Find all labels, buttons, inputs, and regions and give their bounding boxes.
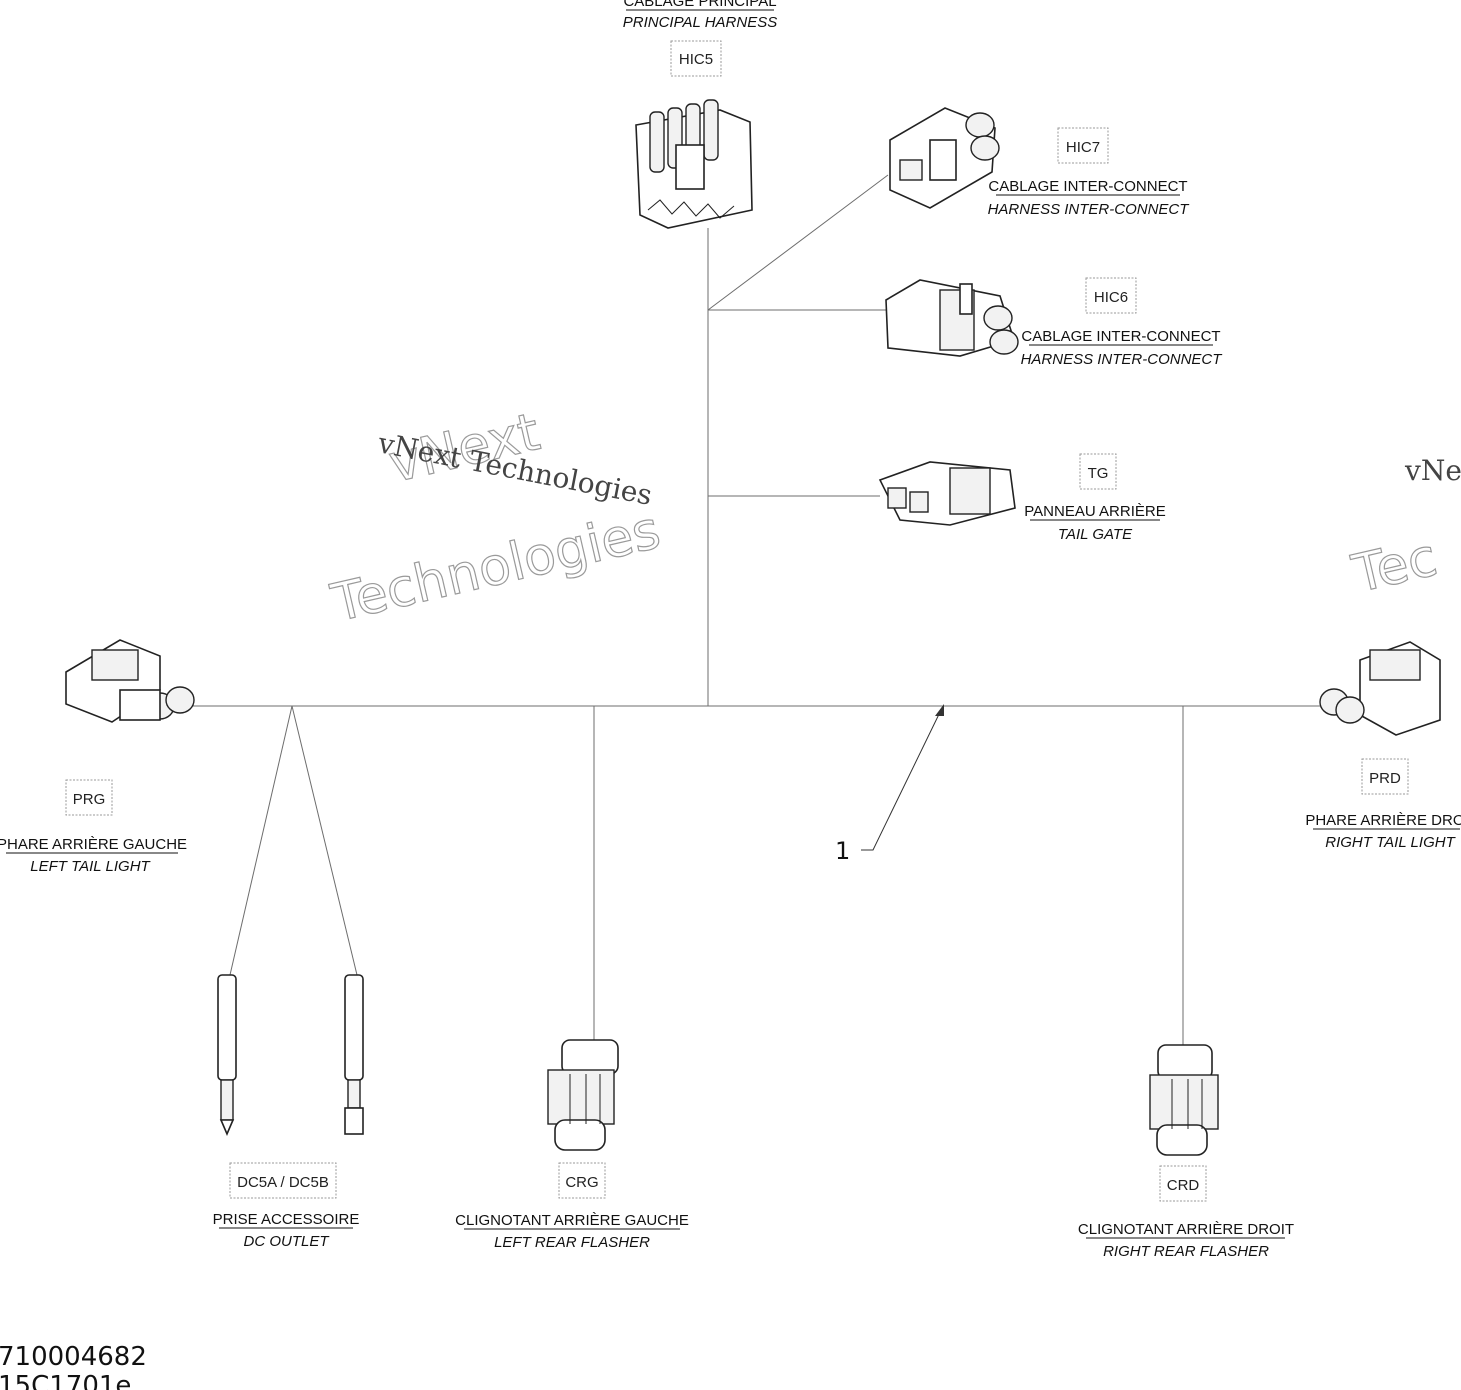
dc5-label-fr: PRISE ACCESSOIRE — [213, 1211, 360, 1228]
doc-number-2: 15C1701e — [0, 1371, 131, 1390]
prg-code: PRG — [73, 791, 106, 808]
hic5-label-en: PRINCIPAL HARNESS — [623, 14, 778, 31]
connector-prd: PRD PHARE ARRIÈRE DROI RIGHT TAIL LIGHT — [1305, 641, 1461, 851]
crg-flasher-icon — [547, 1039, 619, 1151]
connector-hic6: HIC6 CABLAGE INTER-CONNECT HARNESS INTER… — [885, 277, 1224, 368]
document-numbers: 710004682 15C1701e — [0, 1342, 147, 1390]
watermark: vNext Technologies vNext Technologies vN… — [325, 402, 1461, 635]
hic7-connector-icon — [889, 107, 1000, 209]
tg-label-fr: PANNEAU ARRIÈRE — [1024, 503, 1165, 520]
prg-label-fr: PHARE ARRIÈRE GAUCHE — [0, 836, 187, 853]
hic7-code: HIC7 — [1066, 139, 1100, 156]
connector-prg: PRG PHARE ARRIÈRE GAUCHE LEFT TAIL LIGHT — [0, 639, 195, 875]
hic6-connector-icon — [885, 279, 1019, 357]
crd-flasher-icon — [1149, 1044, 1219, 1156]
tg-code: TG — [1088, 465, 1109, 482]
connector-tg: TG PANNEAU ARRIÈRE TAIL GATE — [878, 453, 1166, 543]
tg-label-en: TAIL GATE — [1058, 526, 1133, 543]
crd-label-fr: CLIGNOTANT ARRIÈRE DROIT — [1078, 1221, 1294, 1238]
dc5a-terminal-icon — [217, 974, 237, 1137]
prg-connector-icon — [65, 639, 195, 723]
crg-label-en: LEFT REAR FLASHER — [494, 1234, 650, 1251]
callout-1: 1 — [835, 704, 944, 865]
harness-wires — [190, 174, 1322, 1045]
crg-code: CRG — [565, 1174, 598, 1191]
prd-connector-icon — [1319, 641, 1441, 736]
hic6-label-en: HARNESS INTER-CONNECT — [1021, 351, 1224, 368]
connector-dc5: DC5A / DC5B PRISE ACCESSOIRE DC OUTLET — [213, 974, 364, 1250]
crd-label-en: RIGHT REAR FLASHER — [1103, 1243, 1269, 1260]
connector-crg: CRG CLIGNOTANT ARRIÈRE GAUCHE LEFT REAR … — [455, 1039, 689, 1251]
dc5-label-en: DC OUTLET — [243, 1233, 330, 1250]
prg-label-en: LEFT TAIL LIGHT — [30, 858, 151, 875]
connector-crd: CRD CLIGNOTANT ARRIÈRE DROIT RIGHT REAR … — [1078, 1044, 1294, 1260]
callout-number: 1 — [835, 837, 850, 865]
prd-label-fr: PHARE ARRIÈRE DROI — [1305, 812, 1461, 829]
hic6-code: HIC6 — [1094, 289, 1128, 306]
svg-text:vNe: vNe — [1404, 454, 1461, 487]
hic7-label-fr: CABLAGE INTER-CONNECT — [988, 178, 1187, 195]
hic6-label-fr: CABLAGE INTER-CONNECT — [1021, 328, 1220, 345]
tg-connector-icon — [878, 461, 1016, 526]
hic5-code: HIC5 — [679, 51, 713, 68]
dc5-code: DC5A / DC5B — [237, 1174, 329, 1191]
svg-text:Tec: Tec — [1347, 528, 1443, 605]
prd-code: PRD — [1369, 770, 1401, 787]
connector-hic7: HIC7 CABLAGE INTER-CONNECT HARNESS INTER… — [889, 107, 1191, 218]
crg-label-fr: CLIGNOTANT ARRIÈRE GAUCHE — [455, 1212, 689, 1229]
doc-number-1: 710004682 — [0, 1342, 147, 1372]
hic7-label-en: HARNESS INTER-CONNECT — [988, 201, 1191, 218]
connector-hic5: CABLAGE PRINCIPAL PRINCIPAL HARNESS HIC5 — [623, 0, 778, 229]
hic5-connector-icon — [635, 99, 753, 229]
prd-label-en: RIGHT TAIL LIGHT — [1325, 834, 1456, 851]
hic5-label-fr: CABLAGE PRINCIPAL — [623, 0, 776, 10]
crd-code: CRD — [1167, 1177, 1200, 1194]
svg-text:Technologies: Technologies — [326, 500, 666, 634]
dc5b-terminal-icon — [344, 974, 364, 1135]
